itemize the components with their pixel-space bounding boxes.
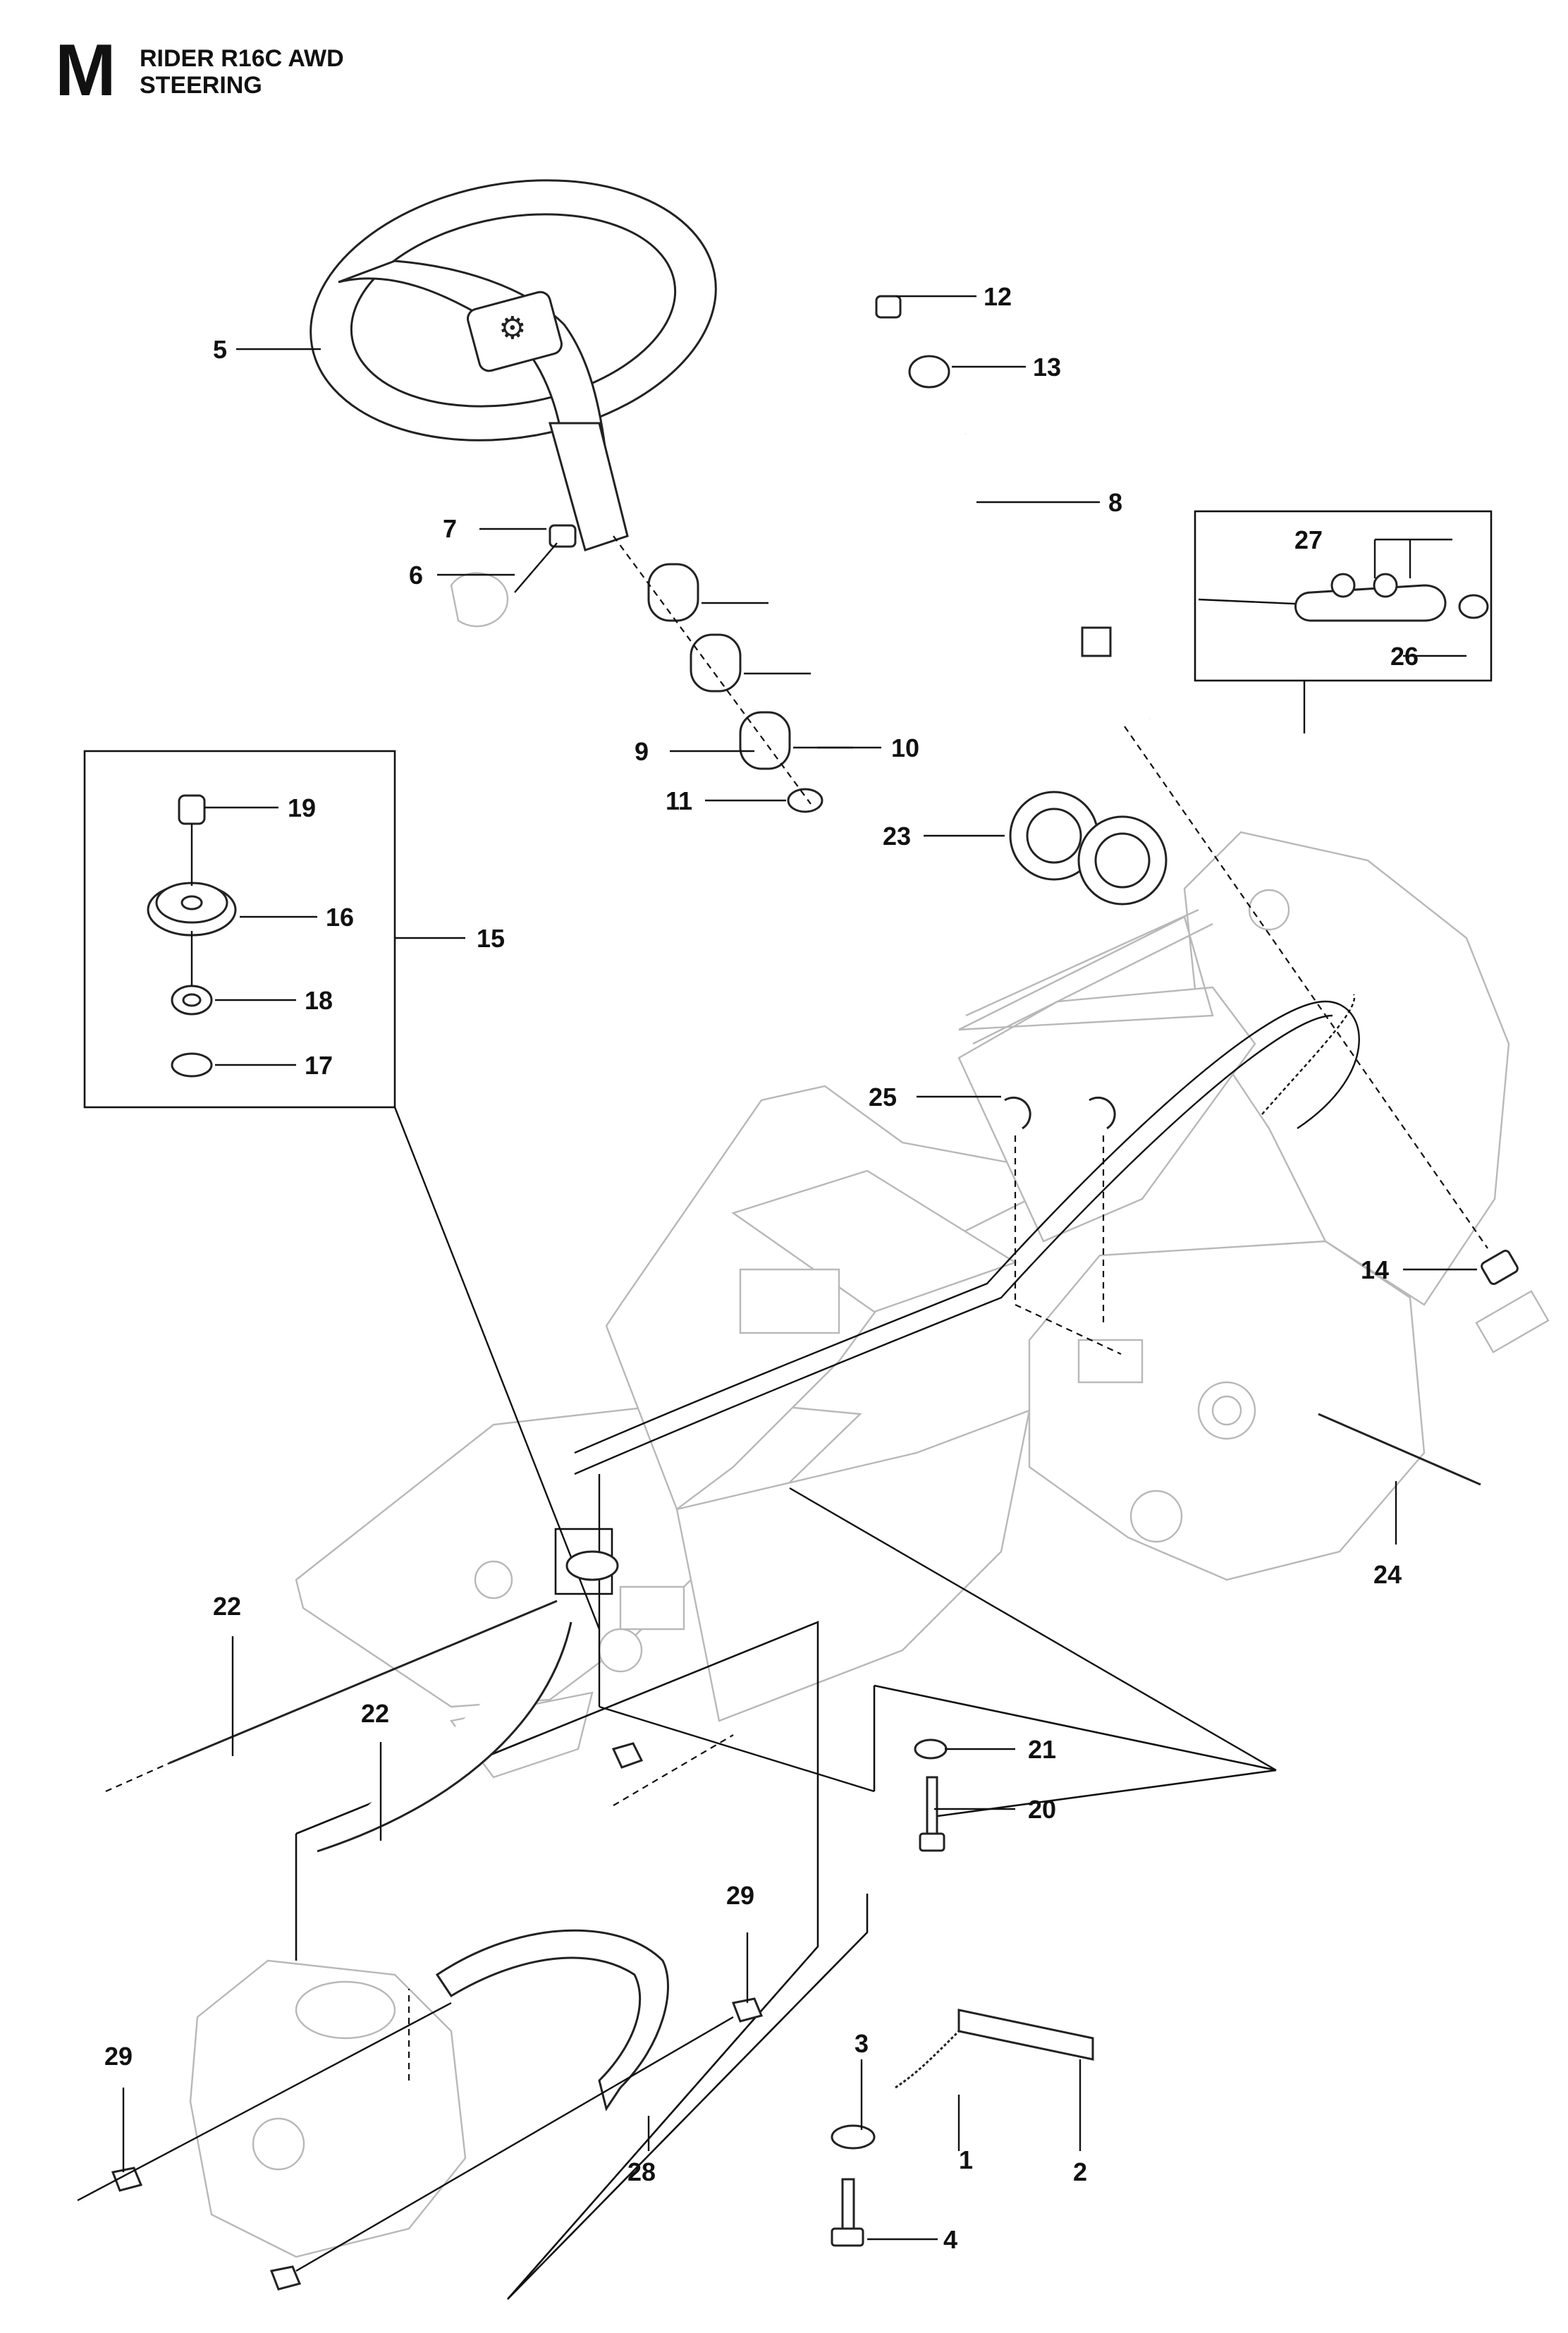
callout-12: 12 [984,282,1012,311]
callout-19: 19 [288,793,316,822]
steering-chain-route [574,994,1360,1475]
bolt-and-washer [914,1738,948,1852]
callout-27: 27 [1294,525,1323,554]
svg-text:⚙: ⚙ [498,310,526,346]
callout-labels: 1 2 3 4 5 6 7 8 9 10 11 12 13 14 15 16 1… [104,282,1419,2254]
pivot-pin [1318,1413,1481,1486]
inset-box-chain-link [1194,510,1493,733]
callout-10: 10 [891,733,919,762]
callout-5: 5 [213,335,227,364]
assembly-name: STEERING [140,72,262,99]
spring-plate-link [831,2009,1094,2247]
section-letter: M [55,30,116,111]
callout-1: 1 [959,2145,973,2174]
callout-11: 11 [666,786,692,815]
callout-15: 15 [477,924,505,953]
callout-9: 9 [635,737,649,766]
callout-13: 13 [1033,353,1061,382]
steering-shaft [875,295,1154,723]
callout-17: 17 [305,1051,333,1080]
callout-2: 2 [1073,2157,1087,2186]
callout-8: 8 [1108,488,1122,517]
chassis-frame [295,831,1550,1779]
callout-4: 4 [943,2225,957,2254]
callout-25: 25 [869,1083,897,1111]
callout-21: 21 [1028,1735,1056,1764]
callout-29-right: 29 [726,1881,754,1910]
bolt-14 [1124,726,1519,1286]
e-clips [1004,1096,1122,1355]
model-name: RIDER R16C AWD [140,45,344,72]
callout-7: 7 [443,514,457,543]
pulleys [1009,791,1168,906]
column-bushings [613,535,853,813]
callout-23: 23 [883,822,911,851]
steering-wheel: ⚙ [310,179,717,552]
callout-16: 16 [326,903,354,932]
callout-20: 20 [1028,1795,1056,1824]
callout-22-lower: 22 [361,1699,389,1728]
callout-6: 6 [409,561,423,590]
diagram-title: RIDER R16C AWD STEERING [140,45,344,99]
leader-lines [122,295,1477,2241]
callout-3: 3 [855,2029,869,2058]
callout-28: 28 [627,2157,656,2186]
callout-22-upper: 22 [213,1592,241,1621]
inset-box-15 [83,750,601,1630]
setscrew-and-nut [450,524,577,628]
callout-14: 14 [1361,1255,1389,1284]
callout-29-left: 29 [104,2042,133,2071]
callout-26: 26 [1390,642,1419,671]
callout-18: 18 [305,986,333,1015]
callout-24: 24 [1373,1560,1402,1589]
spindle-assembly [77,1742,764,2291]
